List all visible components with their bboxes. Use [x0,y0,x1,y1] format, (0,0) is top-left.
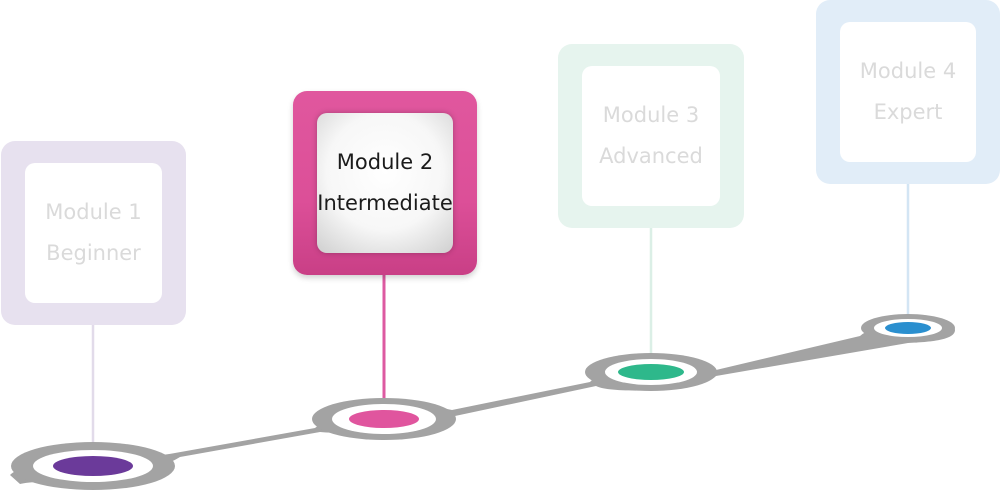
module-2-level: Intermediate [317,191,453,215]
timeline-track [10,322,955,484]
module-1-number: Module 1 [45,200,142,224]
module-1-node [11,442,175,490]
module-3-level: Advanced [599,144,703,168]
module-4-node [861,314,955,342]
module-2-node [312,398,456,440]
module-1-level: Beginner [46,241,141,265]
module-3-node [585,353,717,391]
module-3-card[interactable]: Module 3 Advanced [558,44,744,228]
module-1-panel: Module 1 Beginner [25,163,162,303]
module-4-level: Expert [873,100,943,124]
module-2-number: Module 2 [336,150,434,174]
module-4-number: Module 4 [859,59,957,83]
module-3-number: Module 3 [602,103,700,127]
module-2-card[interactable]: Module 2 Intermediate [293,91,477,275]
module-4-card[interactable]: Module 4 Expert [816,0,1000,184]
module-2-panel: Module 2 Intermediate [317,113,453,253]
module-3-panel: Module 3 Advanced [582,66,720,206]
module-4-panel: Module 4 Expert [840,22,976,162]
module-1-card[interactable]: Module 1 Beginner [1,141,186,325]
